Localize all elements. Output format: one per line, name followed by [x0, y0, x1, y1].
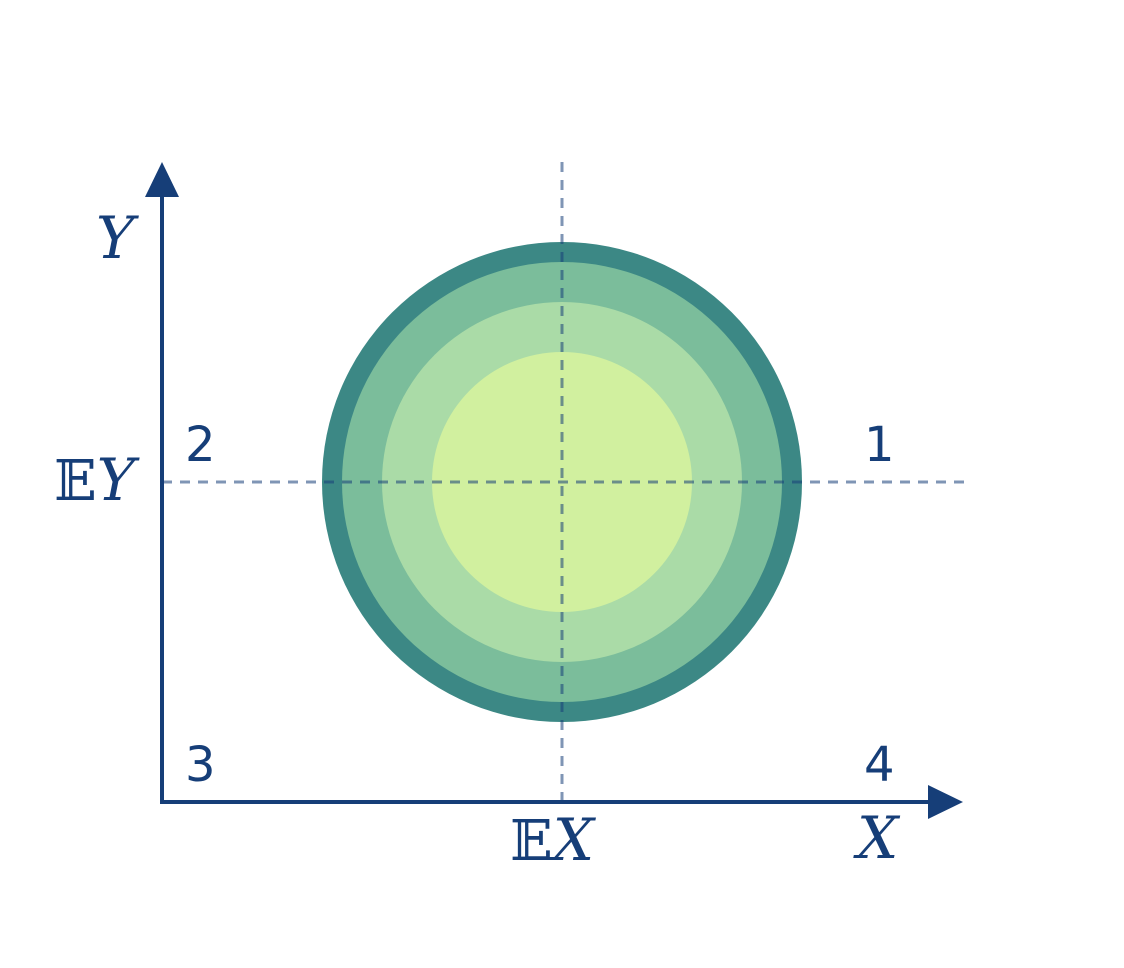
quadrant-label-1: 1 — [864, 417, 895, 473]
x-axis-label: X — [853, 804, 901, 872]
quadrant-label-3: 3 — [185, 737, 216, 793]
y-axis-label: Y — [96, 204, 139, 272]
x-axis-arrow-icon — [928, 785, 963, 819]
mean-x-variable: X — [549, 806, 597, 874]
mean-y-operator: 𝔼 — [54, 449, 97, 514]
mean-x-operator: 𝔼 — [510, 809, 553, 874]
mean-y-variable: Y — [97, 446, 140, 514]
mean-y-label: 𝔼Y — [54, 446, 140, 514]
quadrant-label-4: 4 — [864, 737, 895, 793]
mean-x-label: 𝔼X — [510, 806, 597, 874]
axes — [145, 162, 963, 819]
y-axis-arrow-icon — [145, 162, 179, 197]
quadrant-label-2: 2 — [185, 417, 216, 473]
